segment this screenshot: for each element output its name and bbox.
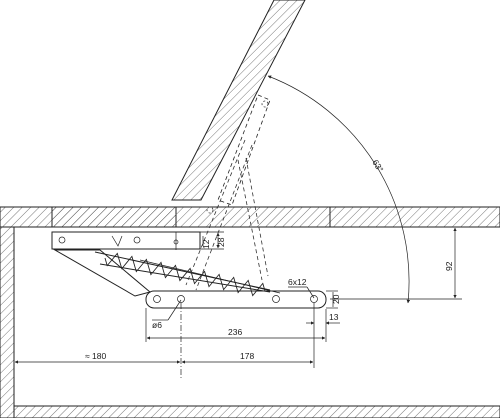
dim-d6: ø6 — [152, 299, 182, 330]
dim-28-label: 28 — [216, 237, 226, 247]
open-position-arms — [185, 94, 271, 291]
dim-20: 20 — [326, 290, 341, 309]
spring-mechanism — [53, 249, 281, 297]
top-board — [0, 206, 500, 228]
dim-178-label: 178 — [240, 351, 254, 361]
dim-28-12: 28 12 — [173, 231, 226, 250]
dim-20-label: 20 — [331, 294, 341, 304]
angle-dimension: 63° — [267, 75, 411, 304]
dim-13: 13 — [306, 303, 340, 330]
dim-12-label: 12 — [201, 239, 211, 249]
dim-d6-label: ø6 — [152, 320, 162, 330]
dim-92-label: 92 — [444, 261, 454, 271]
lid-open — [171, 0, 306, 201]
cabinet-box — [0, 226, 500, 418]
dim-180-label: ≈ 180 — [85, 351, 106, 361]
dim-178-180: 178 ≈ 180 — [14, 303, 315, 380]
dim-236: 236 — [145, 308, 327, 342]
dim-13-label: 13 — [329, 312, 339, 322]
dim-92: 92 — [330, 226, 462, 300]
top-mounting-plate — [51, 231, 201, 250]
bottom-mounting-plate — [145, 290, 327, 309]
dim-236-label: 236 — [228, 327, 242, 337]
dim-6x12-label: 6x12 — [288, 277, 307, 287]
dim-6x12: 6x12 — [288, 277, 315, 299]
